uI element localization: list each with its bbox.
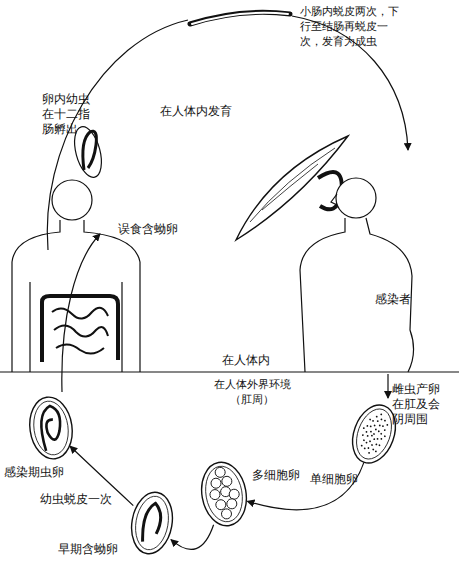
stage-arrow (171, 525, 214, 550)
egg-shell (127, 489, 177, 557)
yolk-dot (370, 430, 372, 432)
annotation-text: 误食含蚴卵 (118, 222, 198, 237)
annotation-text: 在人体内 (222, 353, 292, 368)
worm-detail (250, 148, 335, 222)
stage-arrow (247, 462, 364, 509)
yolk-dot (382, 425, 384, 427)
larva-worm (192, 13, 288, 24)
egg-node: 早期含蚴卵 (130, 490, 174, 556)
egg-cell (210, 477, 222, 489)
yolk-dot (375, 428, 377, 430)
yolk-dot (384, 429, 386, 431)
yolk-dot (380, 418, 382, 420)
yolk-dot (363, 439, 365, 441)
yolk-dot (371, 435, 373, 437)
annotation-text: 卵内幼虫在十二指肠孵出 (42, 92, 100, 137)
yolk-dot (384, 435, 386, 437)
yolk-dot (378, 430, 380, 432)
egg-shell (26, 394, 76, 461)
stage-label: 早期含蚴卵 (58, 542, 128, 557)
yolk-dot (365, 441, 367, 443)
yolk-dot (380, 438, 382, 440)
yolk-dot (376, 438, 378, 440)
yolk-dot (375, 443, 377, 445)
ingestion-arrow (62, 234, 100, 392)
person-head (52, 180, 92, 220)
yolk-dot (379, 424, 381, 426)
yolk-dot (361, 444, 363, 446)
egg-cell (209, 489, 221, 501)
egg-laying-arrow (387, 374, 388, 398)
egg-node: 感染期虫卵 (28, 395, 74, 461)
body-boundary-line (0, 371, 459, 372)
annotation-text: 雌虫产卵在肛及会阴周围 (392, 382, 448, 427)
egg-cell (221, 508, 233, 520)
egg-node: 单细胞卵 (352, 402, 396, 466)
intestine (42, 296, 118, 362)
yolk-dot (368, 452, 370, 454)
yolk-dot (370, 425, 372, 427)
yolk-dot (376, 415, 378, 417)
yolk-dot (380, 433, 382, 435)
egg-cell (228, 488, 240, 500)
person-nose (331, 194, 337, 205)
yolk-dot (367, 447, 369, 449)
infective-larva (38, 405, 64, 451)
yolk-dot (373, 438, 375, 440)
egg-shell (350, 404, 398, 464)
yolk-dot (366, 425, 368, 427)
egg-outline (200, 460, 248, 528)
yolk-dot (362, 434, 364, 436)
yolk-dot (375, 450, 377, 452)
yolk-dot (363, 427, 365, 429)
yolk-dot (369, 440, 371, 442)
yolk-dot (384, 419, 386, 421)
egg-shell (197, 459, 251, 530)
person-head (336, 178, 376, 218)
egg-outline (130, 490, 174, 556)
person-body (12, 220, 140, 372)
egg-outline (352, 402, 396, 466)
yolk-dot (365, 431, 367, 433)
yolk-dot (364, 447, 366, 449)
egg-shell (30, 399, 71, 457)
yolk-dot (377, 420, 379, 422)
egg-cell (214, 467, 226, 479)
yolk-dot (372, 448, 374, 450)
embryo-larva (141, 502, 164, 544)
yolk-dot (380, 413, 382, 415)
egg-cell (226, 498, 238, 510)
yolk-dot (369, 418, 371, 420)
yolk-dot (373, 424, 375, 426)
larva-worm (190, 12, 290, 24)
yolk-dot (386, 424, 388, 426)
yolk-dot (371, 444, 373, 446)
yolk-dot (372, 420, 374, 422)
egg-shell (201, 463, 246, 524)
hatching-larva (83, 131, 97, 170)
stage-label: 感染期虫卵 (4, 465, 68, 480)
annotation-text: 小肠内蜕皮两次，下行至结肠再蜕皮一次，发育为成虫 (300, 4, 408, 49)
annotation-text: 感染者 (375, 292, 425, 307)
annotation-text: 在人体外界环境 （肛周） (210, 377, 294, 407)
egg-shell (132, 494, 173, 553)
egg-outline (28, 395, 74, 461)
stage-label: 多细胞卵 (252, 468, 312, 483)
female-adult-worm (236, 136, 348, 240)
arrow-label: 幼虫蜕皮一次 (40, 492, 116, 507)
yolk-dot (366, 435, 368, 437)
yolk-dot (378, 444, 380, 446)
intestine (52, 308, 108, 354)
egg-cell (221, 476, 233, 488)
stage-label: 单细胞卵 (310, 472, 370, 487)
yolk-dot (373, 433, 375, 435)
annotation-text: 在人体内发育 (160, 104, 250, 119)
egg-node: 多细胞卵 (200, 460, 248, 528)
